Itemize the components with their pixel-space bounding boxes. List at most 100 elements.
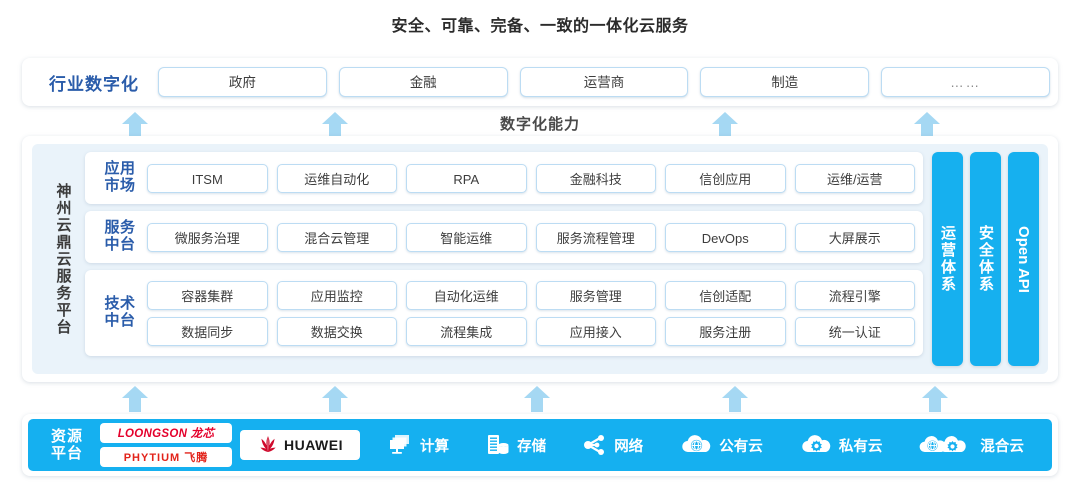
cell-application-monitoring[interactable]: 应用监控 [276,280,397,310]
cell-xinchuang-app[interactable]: 信创应用 [665,163,786,193]
cell-service-registry[interactable]: 服务注册 [665,316,786,346]
layer-label-technology-middle-platform: 技术 中台 [93,295,147,330]
layer-grid-technology-middle-platform: 容器集群 应用监控 自动化运维 服务管理 信创适配 流程引擎 数据同步 数据交换… [147,280,915,346]
resource-item-label: 公有云 [719,438,763,455]
layer-label-line: 服务 [104,219,136,237]
side-bar-operations-system[interactable]: 运营体系 [932,152,963,366]
cell-ops-operations[interactable]: 运维/运营 [794,163,915,193]
cell-service-process-mgmt[interactable]: 服务流程管理 [535,222,656,252]
resource-label-line: 平台 [50,445,83,462]
cell-hybrid-cloud-mgmt[interactable]: 混合云管理 [276,222,397,252]
up-arrow-icon [922,386,948,412]
huawei-flower-icon [260,436,276,452]
platform-side-bars: 运营体系 安全体系 Open API [923,152,1039,366]
cell-application-access[interactable]: 应用接入 [535,316,656,346]
resource-item-label: 存储 [517,438,547,455]
platform-vertical-title: 神州云鼎云服务平台 [54,182,72,336]
cell-data-sync[interactable]: 数据同步 [147,316,268,346]
resource-item-label: 计算 [420,438,450,455]
cell-rpa[interactable]: RPA [406,163,527,193]
resource-item-label: 私有云 [838,438,883,455]
cloud-service-platform-inner: 神州云鼎云服务平台 应用 市场 ITSM 运维自动化 RPA 金融科技 信创应用… [32,144,1048,374]
resource-label-line: 资源 [50,427,83,445]
cell-large-screen-display[interactable]: 大屏展示 [794,222,915,252]
cell-intelligent-ops[interactable]: 智能运维 [406,222,527,252]
cell-ops-automation[interactable]: 运维自动化 [276,163,397,193]
side-bar-security-system[interactable]: 安全体系 [970,152,1001,366]
layer-application-marketplace: 应用 市场 ITSM 运维自动化 RPA 金融科技 信创应用 运维/运营 [85,152,923,204]
up-arrow-icon [524,386,550,412]
capability-label: 数字化能力 [499,116,580,133]
layer-service-middle-platform: 服务 中台 微服务治理 混合云管理 智能运维 服务流程管理 DevOps 大屏展… [85,211,923,263]
cloud-service-platform-section: 神州云鼎云服务平台 应用 市场 ITSM 运维自动化 RPA 金融科技 信创应用… [22,136,1058,382]
layer-label-line: 中台 [104,312,136,329]
storage-icon [488,435,509,454]
up-arrow-icon [722,386,748,412]
layer-label-line: 应用 [104,160,136,178]
cell-service-management[interactable]: 服务管理 [535,280,656,310]
resource-item-public-cloud[interactable]: 公有云 [679,433,763,457]
cell-fintech[interactable]: 金融科技 [535,163,656,193]
cell-row: 数据同步 数据交换 流程集成 应用接入 服务注册 统一认证 [147,316,915,346]
industry-digitalization-row: 行业数字化 政府 金融 运营商 制造 …… [22,58,1058,106]
page-title: 安全、可靠、完备、一致的一体化云服务 [391,18,689,35]
layer-grid-service-middle-platform: 微服务治理 混合云管理 智能运维 服务流程管理 DevOps 大屏展示 [147,222,915,252]
resource-item-list: 计算 [360,433,1042,457]
cell-data-exchange[interactable]: 数据交换 [276,316,397,346]
up-arrow-icon [914,112,940,138]
side-bar-open-api-label: Open API [1015,225,1033,293]
up-arrow-icon [122,386,148,412]
private-cloud-icon [802,435,831,453]
cell-automated-ops[interactable]: 自动化运维 [406,280,527,310]
resource-platform-label: 资源 平台 [38,428,96,463]
industry-chip-manufacturing[interactable]: 制造 [700,67,870,97]
platform-layers: 应用 市场 ITSM 运维自动化 RPA 金融科技 信创应用 运维/运营 [85,152,923,366]
compute-icon [390,435,410,454]
huawei-logo-text: HUAWEI [284,437,343,453]
resource-item-private-cloud[interactable]: 私有云 [799,433,883,457]
cell-itsm[interactable]: ITSM [147,163,268,193]
industry-row-label: 行业数字化 [49,74,139,94]
cell-microservice-governance[interactable]: 微服务治理 [147,222,268,252]
cell-process-integration[interactable]: 流程集成 [406,316,527,346]
layer-label-application-marketplace: 应用 市场 [93,160,147,195]
resource-platform-bar: 资源 平台 LOONGSON 龙芯 PHYTIUM 飞腾 HUAWEI [28,419,1052,471]
huawei-logo: HUAWEI [240,430,360,460]
arrow-strip-top: 数字化能力 [22,110,1058,140]
resource-platform-section: 资源 平台 LOONGSON 龙芯 PHYTIUM 飞腾 HUAWEI [22,414,1058,476]
resource-item-label: 网络 [614,438,644,455]
cell-process-engine[interactable]: 流程引擎 [794,280,915,310]
resource-item-network[interactable]: 网络 [582,433,643,457]
loongson-logo: LOONGSON 龙芯 [100,423,232,443]
cell-row: ITSM 运维自动化 RPA 金融科技 信创应用 运维/运营 [147,163,915,193]
resource-item-compute[interactable]: 计算 [388,433,449,457]
side-bar-open-api[interactable]: Open API [1008,152,1039,366]
layer-label-line: 中台 [104,236,136,253]
layer-label-line: 市场 [104,177,136,194]
layer-label-service-middle-platform: 服务 中台 [93,219,147,254]
industry-chip-list: 政府 金融 运营商 制造 …… [158,67,1050,97]
network-icon [584,435,605,455]
cell-container-cluster[interactable]: 容器集群 [147,280,268,310]
cell-devops[interactable]: DevOps [665,222,786,252]
industry-chip-carrier[interactable]: 运营商 [519,67,689,97]
chip-vendor-logos: LOONGSON 龙芯 PHYTIUM 飞腾 [100,423,232,467]
arrow-strip-bottom [22,384,1058,414]
layer-grid-application-marketplace: ITSM 运维自动化 RPA 金融科技 信创应用 运维/运营 [147,163,915,193]
up-arrow-icon [122,112,148,138]
cell-row: 容器集群 应用监控 自动化运维 服务管理 信创适配 流程引擎 [147,280,915,310]
industry-chip-more[interactable]: …… [881,67,1050,97]
up-arrow-icon [322,386,348,412]
hybrid-cloud-icon [920,436,967,453]
layer-technology-middle-platform: 技术 中台 容器集群 应用监控 自动化运维 服务管理 信创适配 流程引擎 数据同… [85,270,923,356]
cell-unified-authentication[interactable]: 统一认证 [794,316,915,346]
resource-item-hybrid-cloud[interactable]: 混合云 [918,433,1024,457]
resource-item-storage[interactable]: 存储 [485,433,546,457]
up-arrow-icon [322,112,348,138]
cell-xinchuang-adaptation[interactable]: 信创适配 [665,280,786,310]
industry-chip-government[interactable]: 政府 [158,67,327,97]
layer-label-line: 技术 [104,295,136,313]
up-arrow-icon [712,112,738,138]
public-cloud-icon [682,435,711,453]
industry-chip-finance[interactable]: 金融 [338,67,508,97]
